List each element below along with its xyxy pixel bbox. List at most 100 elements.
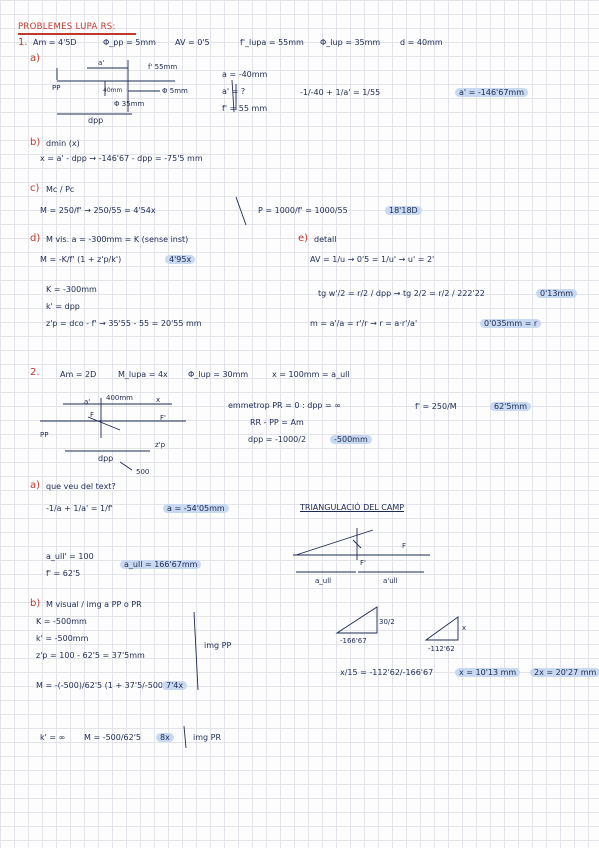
p1-given-philup: Φ_lup = 35mm — [320, 38, 381, 47]
p1-given-flupa: f'_lupa = 55mm — [240, 38, 304, 47]
p1b-heading: dmin (x) — [46, 139, 80, 148]
triangle-fprime-label: F' — [360, 559, 366, 567]
p1d-m-equation: M = -K/f' (1 + z'p/k') — [40, 255, 122, 264]
p1a-value-aprime: a' = ? — [222, 87, 246, 96]
p1a-value-a: a = -40mm — [222, 70, 268, 79]
diagram2-x-label: x — [156, 396, 161, 404]
p2a-label: a) — [30, 480, 41, 491]
diagram2-a-prime-label: a' — [84, 398, 91, 406]
tri2-2x-result-highlight: 2x = 20'27 mm — [530, 668, 599, 677]
title-underline — [18, 33, 136, 35]
p1d-m-result: 4'95x — [165, 255, 196, 265]
diagram1-a-prime-label: a' — [98, 59, 105, 67]
brace-1a — [231, 79, 235, 113]
p2b-line-zp: z'p = 100 - 62'5 = 37'5mm — [36, 651, 145, 660]
p1e-tg-result-highlight: 0'13mm — [536, 289, 578, 298]
diagram2-ray — [87, 416, 121, 431]
p2b-m-result-highlight: 7'4x — [162, 681, 188, 690]
p1e-tg-equation: tg w'/2 = r/2 / dpp → tg 2/2 = r/2 / 222… — [318, 289, 485, 298]
tri2-label-x: x — [462, 624, 467, 632]
p1d-heading: M vis. a = -300mm = K (sense inst) — [46, 235, 189, 244]
p1e-m-result-highlight: 0'035mm = r — [480, 319, 542, 328]
p2-emmetrop-line2: RR - PP = Am — [250, 418, 304, 427]
p2a-value-aull: a_ull' = 100 — [46, 552, 94, 561]
p2-number: 2. — [30, 367, 40, 378]
diagram2-zp-label: z'p — [155, 441, 166, 449]
triangle-2 — [424, 616, 459, 641]
p2b-m2-equation: M = -500/62'5 — [84, 733, 142, 742]
tri2-x-result: x = 10'13 mm — [455, 668, 521, 678]
p1c-label: c) — [30, 183, 40, 194]
p2-given-x: x = 100mm = a_ull — [272, 370, 350, 379]
p1e-label: e) — [298, 233, 309, 244]
p2-given-philup: Φ_lup = 30mm — [188, 370, 249, 379]
p1-given-phipp: Φ_pp = 5mm — [103, 38, 156, 47]
p2-emmetrop-line1: emmetrop PR = 0 : dpp = ∞ — [228, 401, 341, 410]
diagram1-dpp-label: dpp — [88, 116, 104, 125]
diagram1-phi5-label: Φ 5mm — [162, 87, 188, 95]
triangle-aull-prime-label: a'ull — [383, 577, 398, 585]
p2-given-mlupa: M_lupa = 4x — [118, 370, 168, 379]
p1d-line-kprime: k' = dpp — [46, 302, 80, 311]
triangle-hyp — [295, 529, 374, 556]
p2-emmetrop-result-highlight: -500mm — [330, 435, 372, 444]
p1a-equation: -1/-40 + 1/a' = 1/55 — [300, 88, 381, 97]
tri2-x-result-highlight: x = 10'13 mm — [455, 668, 521, 677]
p2b-line-k: K = -500mm — [36, 617, 87, 626]
diagram2-500-label: 500 — [136, 468, 150, 476]
p2a-aull-result-highlight: a_ull = 166'67mm — [120, 560, 202, 569]
p1d-line-zp: z'p = dco - f' → 35'55 - 55 = 20'55 mm — [46, 319, 202, 328]
p1c-heading: Mc / Pc — [46, 185, 75, 194]
p1b-label: b) — [30, 137, 41, 148]
diagram1-40mm-label: 40mm — [103, 87, 123, 94]
p2b-img-pr: img PR — [193, 733, 222, 742]
tri2-2x-result: 2x = 20'27 mm — [530, 668, 599, 678]
tri2-equation: x/15 = -112'62/-166'67 — [340, 668, 434, 677]
p1c-m-equation: M = 250/f' → 250/55 = 4'54x — [40, 206, 156, 215]
diagram1-pp-label: PP — [52, 84, 61, 92]
p1e-av-equation: AV = 1/u → 0'5 = 1/u' → u' = 2' — [310, 255, 435, 264]
p1e-tg-result: 0'13mm — [536, 289, 578, 299]
p2-fprime-result-highlight: 62'5mm — [490, 402, 532, 411]
p1a-label: a) — [30, 53, 41, 64]
p2-given-am: Am = 2D — [60, 370, 97, 379]
diagram2-f-label: F — [90, 411, 95, 419]
p1a-value-fprime: f' = 55 mm — [222, 104, 268, 113]
p1-given-am: Am = 4'5D — [33, 38, 77, 47]
p2a-result: a = -54'05mm — [163, 504, 229, 514]
p1-given-d: d = 40mm — [400, 38, 443, 47]
triangle-1 — [335, 606, 378, 634]
triangle-f-label: F — [402, 542, 407, 550]
diagram2-fprime-label: F' — [160, 414, 166, 422]
p1d-label: d) — [30, 233, 41, 244]
brace-img-pr — [183, 725, 187, 749]
p2-fprime-equation: f' = 250/M — [415, 402, 457, 411]
p1c-p-equation: P = 1000/f' = 1000/55 — [258, 206, 348, 215]
p2a-aull-result: a_ull = 166'67mm — [120, 560, 202, 570]
p2-emmetrop-result: -500mm — [330, 435, 372, 445]
diagram2-dpp-label: dpp — [98, 454, 114, 463]
p1b-equation: x = a' - dpp → -146'67 - dpp = -75'5 mm — [40, 154, 203, 163]
diagram1-fprime-label: f' 55mm — [148, 63, 178, 71]
tri2-label-112: -112'62 — [428, 645, 455, 653]
diagram2-500-arrow — [119, 461, 133, 471]
p2b-label: b) — [30, 598, 41, 609]
p2a-value-fprime: f' = 62'5 — [46, 569, 81, 578]
diagram1-phi35-label: Φ 35mm — [114, 100, 145, 108]
p1d-line-k: K = -300mm — [46, 285, 97, 294]
p2b-m-result: 7'4x — [162, 681, 188, 691]
p1a-result-highlight: a' = -146'67mm — [455, 88, 529, 97]
p1-given-av: AV = 0'5 — [175, 38, 210, 47]
p1c-p-result: 18'18D — [385, 206, 422, 216]
p2b-m2-result: 8x — [156, 733, 174, 743]
p2a-result-highlight: a = -54'05mm — [163, 504, 229, 513]
p2b-kinf: k' = ∞ — [40, 733, 66, 742]
page-title: PROBLEMES LUPA RS: — [18, 22, 116, 32]
p1c-p-result-highlight: 18'18D — [385, 206, 422, 215]
diagram2-400mm-label: 400mm — [106, 394, 133, 402]
p2b-img-pp: img PP — [204, 641, 232, 650]
triangle-aull-label: a_ull — [315, 577, 332, 585]
brace-2b — [193, 611, 199, 691]
p1e-m-equation: m = a'/a = r'/r → r = a·r'/a' — [310, 319, 418, 328]
